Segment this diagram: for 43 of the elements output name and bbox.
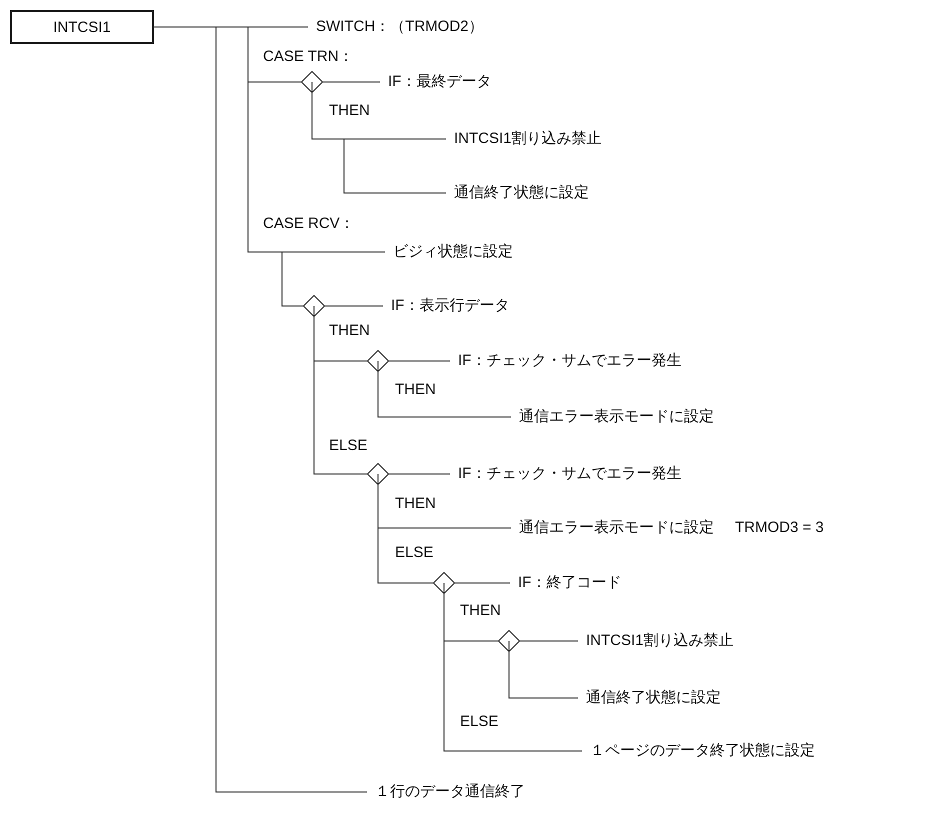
- branch-label: THEN: [395, 494, 436, 514]
- decision-diamond: [498, 630, 520, 652]
- branch-label: THEN: [460, 601, 501, 621]
- statement-text: １行のデータ通信終了: [375, 783, 525, 800]
- connector-line: [444, 594, 582, 752]
- statement-text: ビジィ状態に設定: [393, 243, 513, 260]
- statement-text: 通信エラー表示モードに設定: [519, 408, 714, 425]
- process-box: [10, 10, 154, 44]
- connector-line: [508, 652, 578, 698]
- statement-text: INTCSI1割り込み禁止: [586, 632, 734, 649]
- branch-label: ELSE: [460, 712, 498, 732]
- statement-text: IF：チェック・サムでエラー発生: [458, 352, 682, 369]
- connector-line: [378, 484, 434, 584]
- branch-label: THEN: [329, 101, 370, 121]
- statement-text: INTCSI1割り込み禁止: [454, 130, 602, 147]
- statement-text: １ページのデータ終了状態に設定: [590, 742, 815, 759]
- statement-text: SWITCH：（TRMOD2）: [316, 18, 484, 35]
- branch-label: ELSE: [395, 543, 434, 563]
- statement-text: IF：終了コード: [518, 574, 622, 591]
- box-label: INTCSI1: [53, 18, 111, 36]
- decision-diamond: [367, 350, 389, 372]
- connector-line: [378, 372, 512, 418]
- connector-line: [454, 582, 510, 584]
- branch-label: THEN: [395, 380, 436, 400]
- branch-label: CASE TRN：: [263, 47, 354, 67]
- connector-line: [520, 640, 578, 642]
- connector-line: [388, 360, 450, 362]
- statement-text: 通信終了状態に設定: [586, 689, 721, 706]
- note-text: TRMOD3 = 3: [735, 519, 824, 536]
- decision-diamond: [367, 463, 389, 485]
- decision-diamond: [301, 71, 323, 93]
- statement-text: IF：チェック・サムでエラー発生: [458, 465, 682, 482]
- statement-text: 通信エラー表示モードに設定: [519, 519, 714, 536]
- decision-diamond: [303, 295, 325, 317]
- connector-line: [314, 316, 368, 474]
- statement-text: IF：最終データ: [388, 73, 492, 90]
- branch-label: CASE RCV：: [263, 214, 355, 234]
- decision-diamond: [433, 572, 455, 594]
- connector-line: [312, 92, 446, 194]
- statement-text: IF：表示行データ: [391, 297, 510, 314]
- statement-text: 通信終了状態に設定: [454, 184, 589, 201]
- branch-label: THEN: [329, 321, 370, 341]
- branch-label: ELSE: [329, 436, 368, 456]
